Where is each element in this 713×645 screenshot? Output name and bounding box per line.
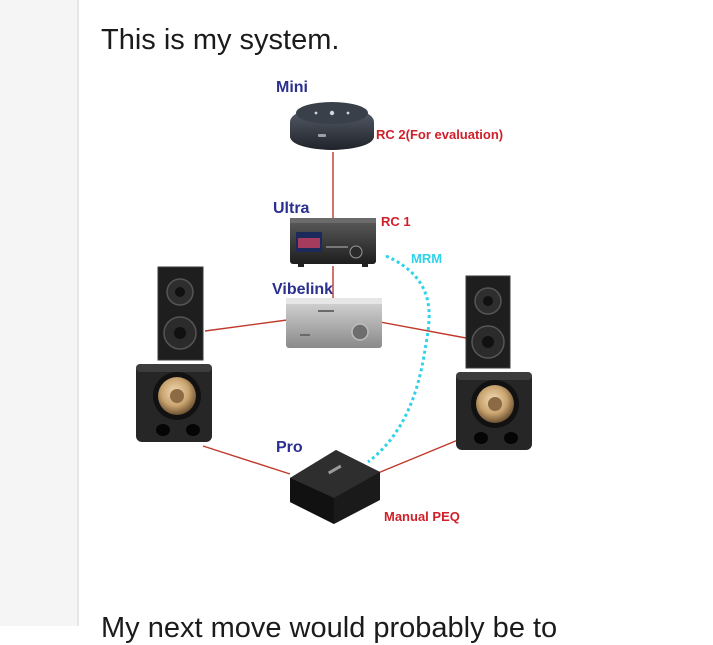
pro-right-sub-line <box>377 439 459 474</box>
vibelink-label: Vibelink <box>272 281 333 298</box>
next-paragraph: My next move would probably be to <box>101 612 558 644</box>
ultra-label: Ultra <box>273 200 310 217</box>
manual-peq-label: Manual PEQ <box>384 509 460 524</box>
system-diagram: Mini RC 2(For evaluation) Ultra RC 1 MRM… <box>136 79 532 524</box>
vibelink-right-speaker-line <box>379 321 467 339</box>
rc1-label: RC 1 <box>381 214 411 229</box>
mrm-label: MRM <box>411 251 442 266</box>
mini-label: Mini <box>276 79 308 96</box>
left-gutter <box>0 0 79 626</box>
mrm-wireless-link <box>367 254 431 464</box>
rc2-label: RC 2(For evaluation) <box>376 127 503 142</box>
vibelink-left-speaker-line <box>204 319 288 332</box>
left-bookshelf-speaker <box>157 266 204 361</box>
right-subwoofer <box>456 372 532 450</box>
vibelink-device <box>286 298 382 348</box>
pro-left-sub-line <box>202 445 291 475</box>
mini-device <box>290 102 374 150</box>
pro-device <box>290 450 380 524</box>
right-bookshelf-speaker <box>465 275 511 369</box>
wired-connections <box>202 152 467 475</box>
left-subwoofer <box>136 364 212 442</box>
ultra-device <box>290 218 376 267</box>
post-text: This is my system. <box>101 24 340 56</box>
pro-label: Pro <box>276 439 303 456</box>
